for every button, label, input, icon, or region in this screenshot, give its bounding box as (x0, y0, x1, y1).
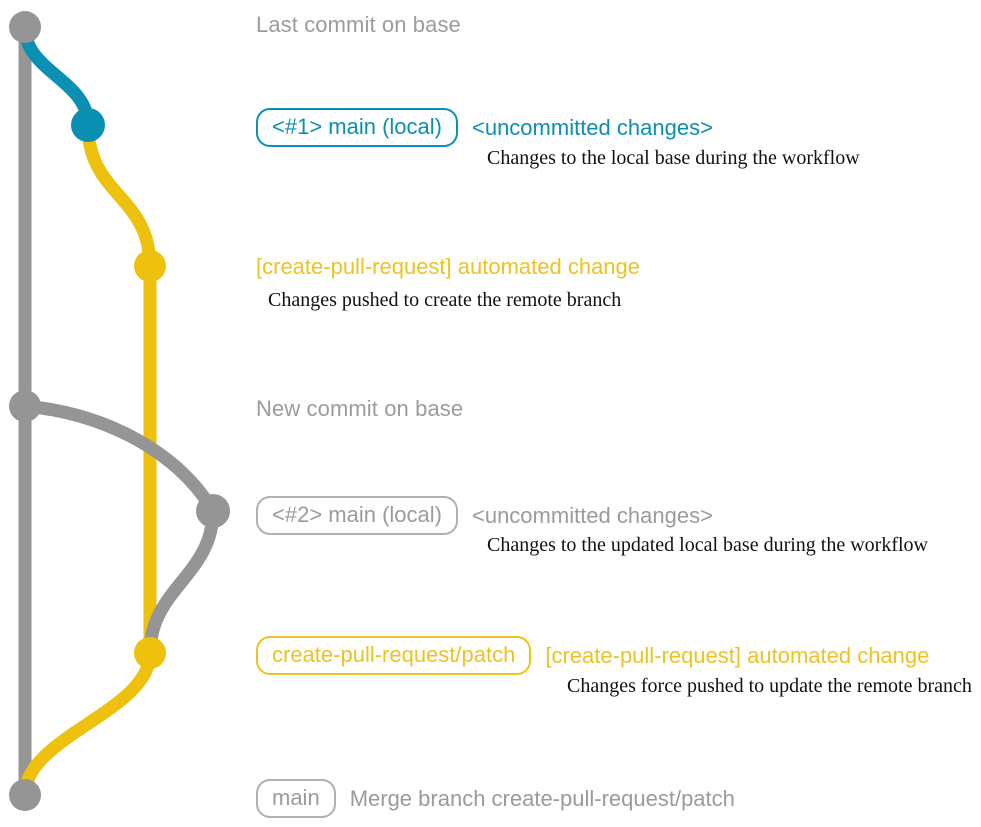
commit-node-base-merge[interactable] (9, 779, 41, 811)
commit-row-local-1: <#1> main (local) <uncommitted changes> (256, 108, 713, 148)
commit-description-local-1: Changes to the local base during the wor… (487, 147, 860, 169)
commit-row-local-2: <#2> main (local) <uncommitted changes> (256, 496, 713, 536)
edge-local-2-to-patch-2 (143, 504, 220, 660)
commit-message-patch-2: [create-pull-request] automated change (545, 643, 930, 668)
branch-pill-main[interactable]: main (256, 779, 336, 819)
heading-new-commit-on-base: New commit on base (256, 396, 464, 421)
commit-message-patch-1: [create-pull-request] automated change (256, 254, 641, 279)
branch-pill-main-local-1[interactable]: <#1> main (local) (256, 108, 458, 148)
commit-node-patch-1[interactable] (134, 250, 166, 282)
edge-base-last-to-local-1 (18, 20, 95, 132)
commit-message-local-1: <uncommitted changes> (471, 115, 713, 140)
commit-description-local-2: Changes to the updated local base during… (487, 534, 928, 556)
commit-message-base-merge: Merge branch create-pull-request/patch (349, 786, 735, 811)
branch-pill-main-local-2[interactable]: <#2> main (local) (256, 496, 458, 536)
branch-pill-create-pull-request-patch[interactable]: create-pull-request/patch (256, 636, 532, 676)
heading-last-commit-on-base: Last commit on base (256, 12, 461, 37)
commit-node-base-last[interactable] (9, 11, 41, 43)
commit-description-patch-1: Changes pushed to create the remote bran… (268, 289, 622, 311)
commit-message-local-2: <uncommitted changes> (471, 503, 713, 528)
edge-patch-2-to-base-merge (18, 646, 157, 802)
commit-node-base-new[interactable] (9, 390, 41, 422)
commit-node-local-2[interactable] (196, 494, 230, 528)
commit-node-local-1[interactable] (71, 108, 105, 142)
commit-row-base-merge: main Merge branch create-pull-request/pa… (256, 779, 735, 819)
edge-local-1-to-patch-1 (81, 118, 157, 273)
commit-node-patch-2[interactable] (134, 637, 166, 669)
commit-description-patch-2: Changes force pushed to update the remot… (567, 675, 972, 697)
commit-row-patch-2: create-pull-request/patch [create-pull-r… (256, 636, 930, 676)
edge-base-new-to-local-2 (18, 399, 220, 518)
